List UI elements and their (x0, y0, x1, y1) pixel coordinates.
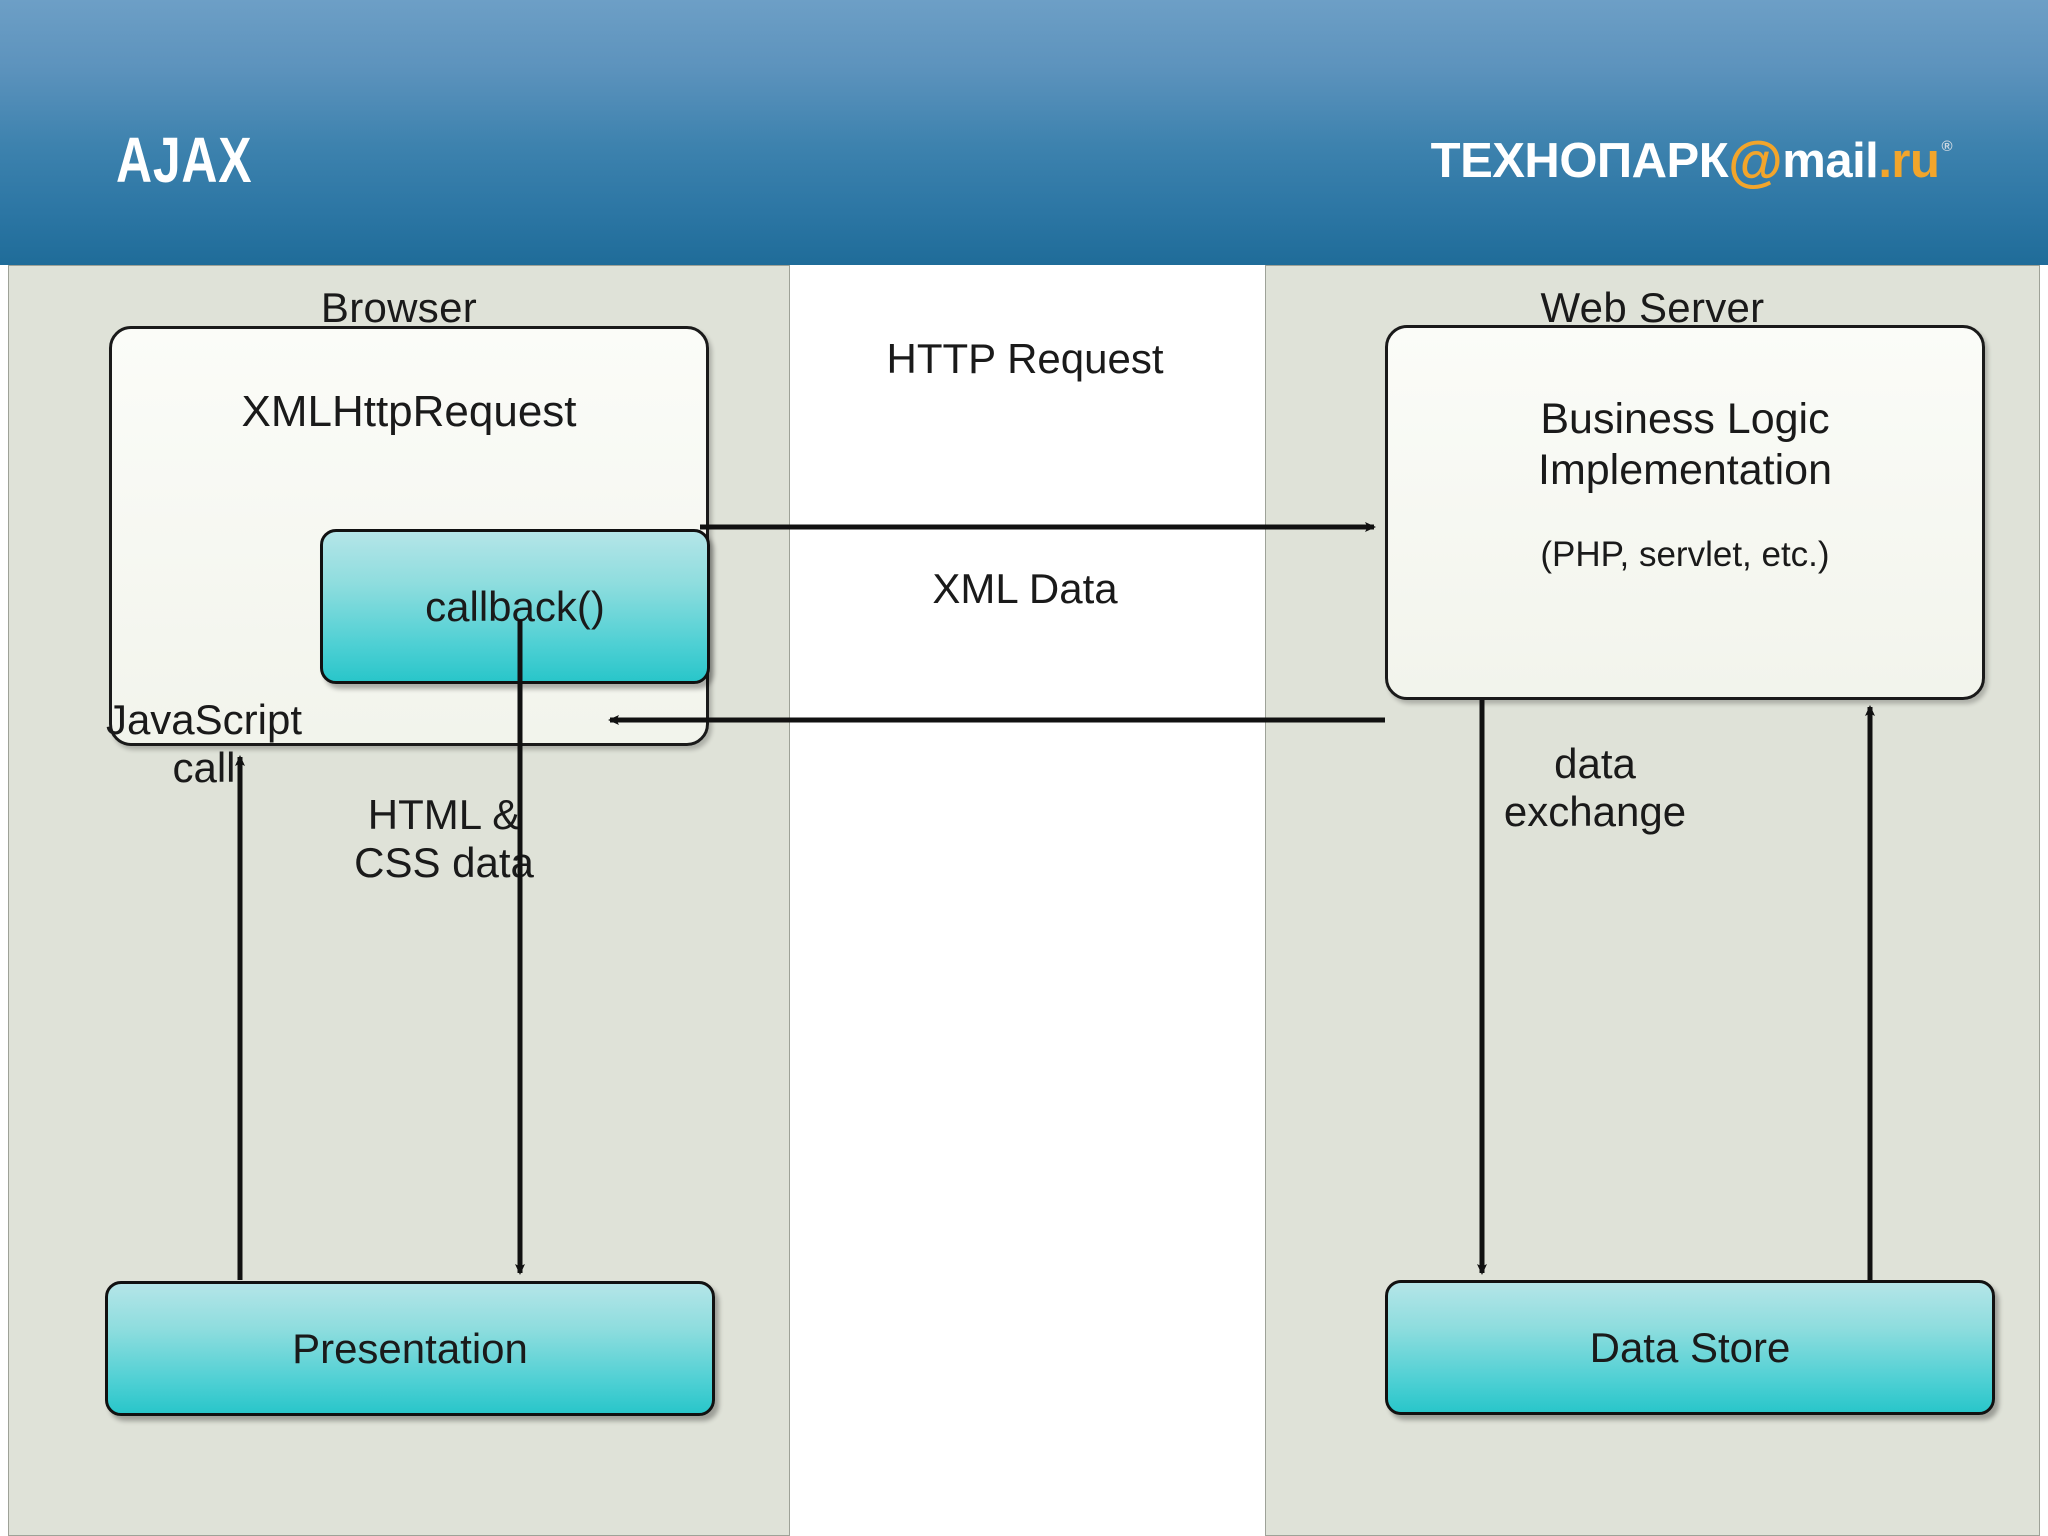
edge-label-data-exchange: data exchange (1503, 740, 1687, 836)
node-business-logic[interactable]: Business Logic Implementation (PHP, serv… (1385, 325, 1985, 700)
registered-trademark-icon: ® (1941, 138, 1952, 155)
node-business-logic-sublabel: (PHP, servlet, etc.) (1540, 535, 1830, 574)
zone-browser-title: Browser (320, 284, 478, 331)
node-callback[interactable]: callback() (320, 529, 710, 684)
node-presentation-label: Presentation (292, 1324, 528, 1372)
node-business-logic-label: Business Logic Implementation (1538, 395, 1832, 494)
edge-label-http-request: HTTP Request (886, 335, 1164, 382)
slide-header: AJAX ТЕХНОПАРК@mail.ru® (0, 0, 2048, 265)
zone-browser: Browser XMLHttpRequest callback() Presen… (8, 265, 790, 1536)
logo-tld: .ru (1878, 134, 1940, 188)
edge-label-xml-data: XML Data (932, 565, 1118, 612)
node-callback-label: callback() (425, 582, 605, 630)
edge-label-javascript-call: JavaScript call (105, 696, 303, 792)
zone-web-server-title: Web Server (1540, 284, 1765, 331)
page-title: AJAX (116, 124, 253, 196)
node-data-store[interactable]: Data Store (1385, 1280, 1995, 1415)
edge-label-html-css-data: HTML & CSS data (354, 791, 534, 887)
at-icon: @ (1728, 129, 1783, 192)
logo-prefix: ТЕХНОПАРК (1430, 134, 1729, 188)
node-presentation[interactable]: Presentation (105, 1281, 715, 1416)
node-data-store-label: Data Store (1589, 1323, 1791, 1371)
diagram-stage: Browser XMLHttpRequest callback() Presen… (0, 265, 2048, 1536)
node-xmlhttprequest-label: XMLHttpRequest (241, 387, 577, 436)
technopark-mailru-logo: ТЕХНОПАРК@mail.ru® (1430, 133, 1953, 189)
logo-mail: mail (1782, 134, 1879, 188)
node-xmlhttprequest[interactable]: XMLHttpRequest callback() (109, 326, 710, 746)
